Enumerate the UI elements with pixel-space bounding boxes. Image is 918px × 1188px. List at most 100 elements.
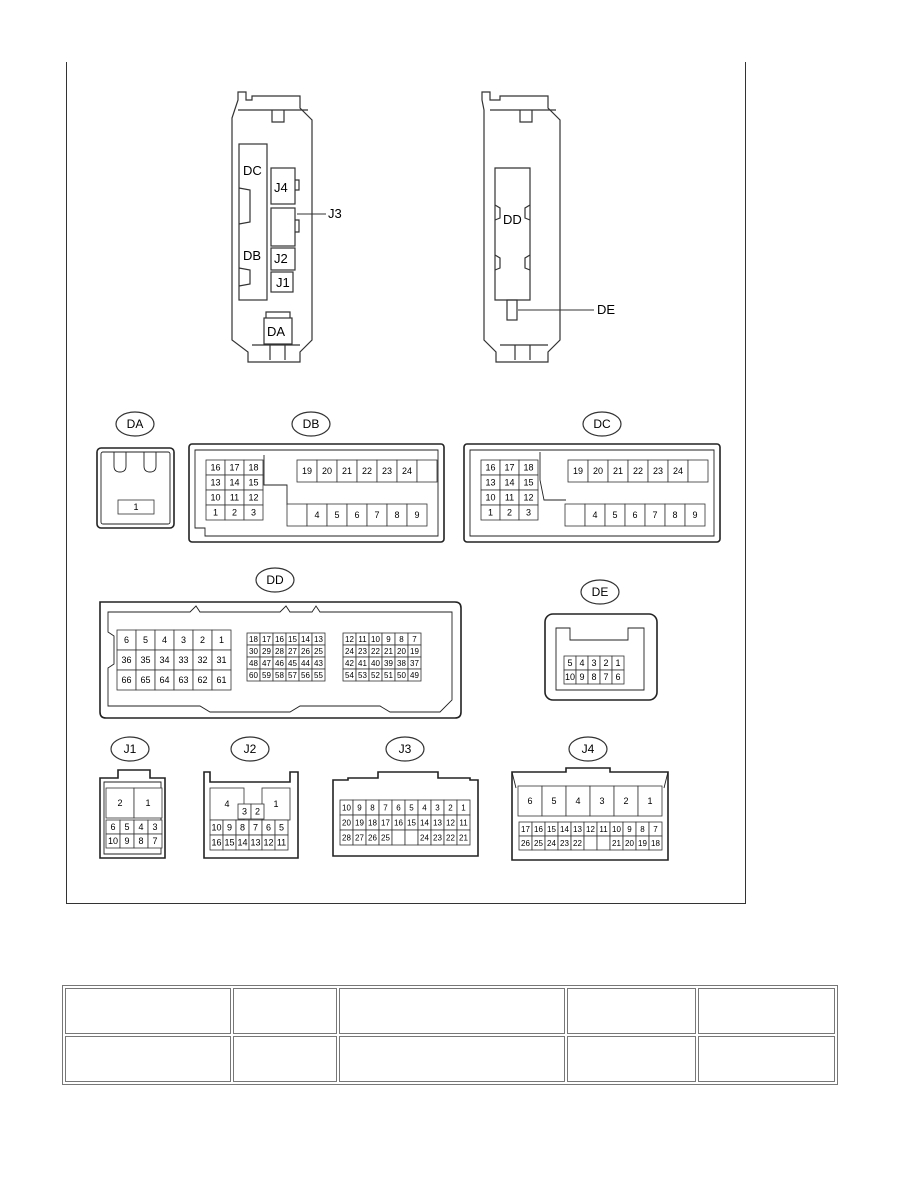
db-left-pin-number: 17 [229,463,239,473]
db-bottom-pin-number: 7 [374,510,379,520]
j3-pin-pin-number: 2 [448,803,453,812]
dd-g1-pin-number: 62 [197,675,207,685]
j4-pin-pin-number: 16 [534,825,543,834]
dd-g3-pin-number: 54 [345,671,354,680]
dd-g1-pin-number: 32 [197,655,207,665]
dd-g3-pin-number: 49 [410,671,419,680]
db-left-pin-number: 3 [251,508,256,518]
db-top-pin-number: 19 [302,466,312,476]
j3-pin-pin-number: 3 [435,803,440,812]
j3-pin-pin-number: 17 [381,818,390,827]
j4-pin-pin-number: 9 [627,825,632,834]
de-label-oval [580,579,620,605]
de-pin-pin-number: 3 [591,658,596,668]
dd-g1-pin-cell [211,669,232,691]
j4-pin-pin-number: 12 [586,825,595,834]
dd-g3-pin-number: 50 [397,671,406,680]
j2-mid-pin-cell [250,803,265,820]
db-left-pin-number: 10 [210,493,220,503]
dc-bottom-pin-number: 5 [612,510,617,520]
j1-pin-pin-number: 10 [108,836,118,846]
j2-pin-pin-number: 13 [250,838,260,848]
j3-pin-pin-number: 25 [381,833,390,842]
j1-top-pin-cell [133,787,163,819]
db-left-pin-number: 1 [213,508,218,518]
de-pin-pin-number: 9 [579,672,584,682]
table-cell [698,988,835,1034]
j1-label-oval [110,736,150,762]
dc-body [463,443,721,543]
j4-pin-pin-number: 22 [573,839,582,848]
dd-g2-pin-number: 29 [262,647,271,656]
dd-g3-pin-number: 53 [358,671,367,680]
dd-g1-pin-number: 5 [143,635,148,645]
j3-body [332,771,479,857]
db-label-oval [291,411,331,437]
j2-pin-pin-number: 8 [240,823,245,833]
j2-pin-pin-number: 14 [237,838,247,848]
j2-pin-pin-number: 11 [277,838,286,848]
dd-g2-pin-number: 15 [288,635,297,644]
dd-g3-pin-number: 21 [384,647,393,656]
j2-pin-pin-number: 10 [211,823,221,833]
j3-label: J3 [399,742,412,756]
diagram-frame [66,62,746,904]
dc-label: DC [593,417,611,431]
db-top-pin-cell [416,459,438,483]
dd-g2-pin-number: 59 [262,671,271,680]
db-left-pin-number: 15 [248,478,258,488]
dd-g2-pin-number: 47 [262,659,271,668]
j4-top-pin-number: 3 [599,796,604,806]
table-cell [65,1036,231,1082]
dd-g2-pin-number: 45 [288,659,297,668]
dc-top-pin-number: 23 [653,466,663,476]
da-body [96,447,175,529]
dc-top-pin-number: 22 [633,466,643,476]
dd-label-oval [255,567,295,593]
j1-pin-pin-cell [147,833,163,849]
da-label-oval [115,411,155,437]
j1-body [99,769,166,859]
j4-label-oval [568,736,608,762]
ecu-front-j1-label: J1 [276,275,290,290]
j1-top-pin-cell [105,787,135,819]
ecu-front-j4-label: J4 [274,180,288,195]
j1-pin-pin-number: 4 [138,822,143,832]
j3-pin-pin-number: 6 [396,803,401,812]
dd-g3-pin-number: 8 [399,635,404,644]
dc-left-pin-number: 3 [526,508,531,518]
db-bottom-pin-cell [406,503,428,527]
j2-pin-pin-cell [274,834,289,851]
j3-pin-pin-number: 28 [342,833,351,842]
dd-g2-pin-number: 55 [314,671,323,680]
dc-label-oval [582,411,622,437]
j3-pin-pin-number: 21 [459,833,468,842]
table-cell [566,988,697,1034]
de-pin-pin-number: 5 [567,658,572,668]
j1-label: J1 [124,742,137,756]
ecu-back-view [481,91,561,363]
dd-g3-pin-cell [407,668,422,682]
j4-pin-pin-number: 7 [653,825,658,834]
j3-pin-pin-number: 27 [355,833,364,842]
db-body [188,443,445,543]
dd-g2-pin-number: 18 [249,635,258,644]
dd-g1-pin-number: 35 [140,655,150,665]
j3-pin-pin-number: 19 [355,818,364,827]
dd-g3-pin-number: 23 [358,647,367,656]
dd-g3-pin-number: 40 [371,659,380,668]
j1-top-pin-number: 2 [117,798,122,808]
j3-pin-pin-number: 20 [342,818,351,827]
j3-pin-pin-number: 10 [342,803,351,812]
ecu-front-dc-label: DC [243,163,262,178]
j4-pin-pin-number: 10 [612,825,621,834]
j4-pin-pin-number: 26 [521,839,530,848]
ecu-front-da-label: DA [267,324,285,339]
dc-top-pin-number: 21 [613,466,623,476]
j3-pin-pin-number: 4 [422,803,427,812]
de-pin-pin-number: 8 [591,672,596,682]
table-cell [339,1036,565,1082]
de-pin-pin-number: 7 [603,672,608,682]
j4-pin-pin-number: 11 [599,825,608,834]
j4-top-pin-cell [541,785,567,817]
